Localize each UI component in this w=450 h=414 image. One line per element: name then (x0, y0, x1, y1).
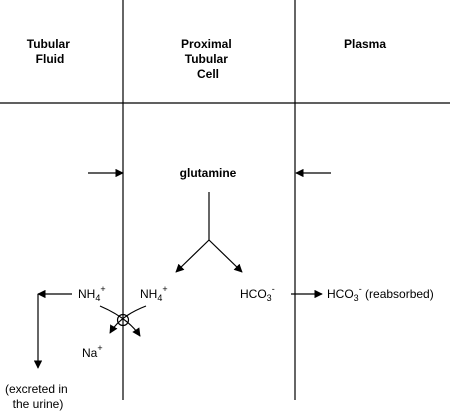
hco3-cell-sup: - (272, 284, 275, 294)
nh4-cell-base: NH (140, 287, 157, 301)
header-tubular-fluid-line1: Tubular (27, 37, 70, 51)
excreted-line2: the urine) (13, 397, 64, 411)
nh4-cell-sup: + (162, 284, 167, 294)
nh4-tubular-fluid-label: NH4+ (78, 284, 106, 303)
hco3-plasma-sup: - (359, 284, 362, 294)
split-arrow-to-nh4 (175, 239, 210, 273)
na-base: Na (82, 346, 98, 360)
header-cell-line3: Cell (197, 67, 219, 81)
reabsorbed-note: (reabsorbed) (362, 287, 434, 301)
hco3-cell-sub: 3 (267, 293, 272, 303)
header-proximal-tubular-cell: Proximal Tubular Cell (181, 37, 235, 81)
hco3-plasma-sub: 3 (354, 293, 359, 303)
nh4-fluid-sub: 4 (95, 293, 100, 303)
excreted-line1: (excreted in (5, 382, 68, 396)
na-sup: + (97, 343, 102, 353)
header-tubular-fluid-line2: Fluid (36, 52, 65, 66)
hco3-cell-label: HCO3- (240, 284, 275, 303)
hco3-plasma-base: HCO (327, 287, 354, 301)
header-cell-line2: Tubular (185, 52, 228, 66)
na-label: Na+ (82, 343, 103, 360)
hco3-plasma-label: HCO3- (reabsorbed) (327, 284, 434, 303)
nh4-fluid-sup: + (100, 284, 105, 294)
hco3-cell-base: HCO (240, 287, 267, 301)
glutamine-label: glutamine (180, 166, 237, 180)
nh4-fluid-base: NH (78, 287, 95, 301)
header-cell-line1: Proximal (181, 37, 232, 51)
excreted-in-urine-label: (excreted in the urine) (5, 382, 71, 411)
split-arrow-to-hco3 (208, 239, 243, 273)
na-exchange-arrow (99, 305, 141, 337)
header-tubular-fluid: Tubular Fluid (27, 37, 73, 66)
nh4-cell-sub: 4 (157, 293, 162, 303)
header-plasma: Plasma (344, 37, 386, 51)
nh4-cell-label: NH4+ (140, 284, 168, 303)
nh4-exchange-arrow (109, 305, 147, 334)
